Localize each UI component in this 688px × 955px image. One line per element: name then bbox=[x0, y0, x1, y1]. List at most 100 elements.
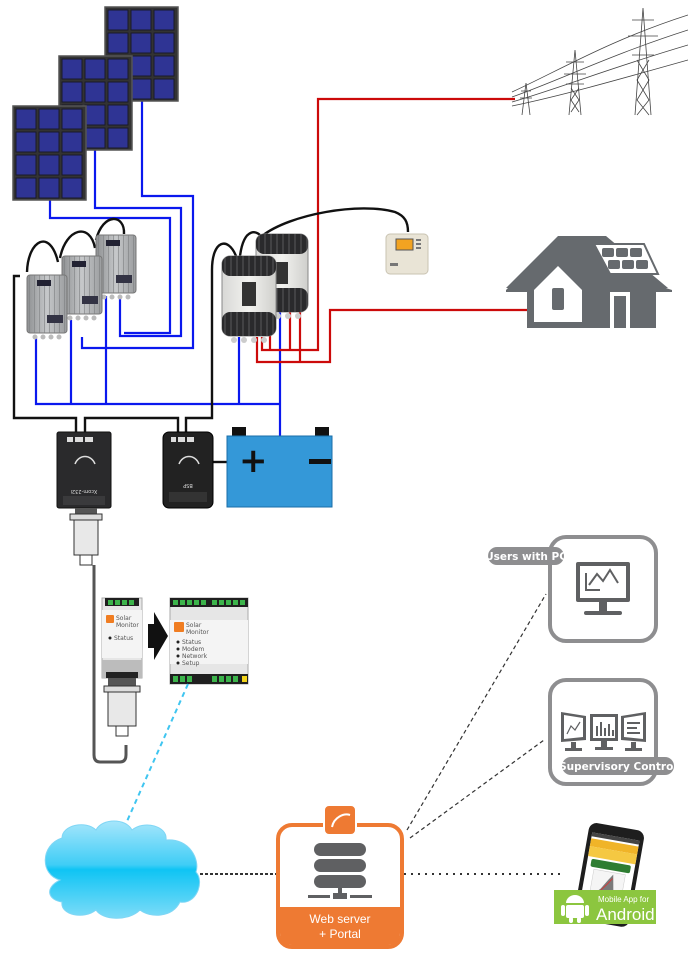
mppt-charger bbox=[95, 234, 137, 300]
pylon bbox=[564, 49, 586, 116]
ac-wiring bbox=[255, 97, 527, 364]
dc-wiring bbox=[34, 100, 282, 436]
solar-cell bbox=[61, 81, 83, 103]
wire-panel3-to-mppt bbox=[80, 100, 195, 350]
solar-cell bbox=[107, 104, 129, 126]
solar-cell bbox=[61, 58, 83, 80]
serial-cable bbox=[92, 565, 128, 764]
led-label: Modem bbox=[182, 646, 204, 653]
multi-monitor-icon bbox=[561, 712, 646, 751]
comm-wiring bbox=[12, 207, 410, 464]
solar-cell bbox=[153, 9, 175, 31]
solar-cell bbox=[61, 177, 83, 199]
db9-connector bbox=[69, 508, 103, 566]
solar-cell bbox=[15, 131, 37, 153]
link-server-to-supervisory bbox=[409, 739, 545, 839]
solar-cell bbox=[61, 108, 83, 130]
solar-cell bbox=[84, 104, 106, 126]
pylon bbox=[520, 82, 532, 116]
led-label: Status bbox=[182, 639, 201, 646]
solar-cell bbox=[38, 177, 60, 199]
server-stack-icon bbox=[308, 843, 372, 899]
remote-control bbox=[385, 233, 429, 275]
android-app-node: Mobile App for Android bbox=[554, 823, 656, 927]
battery-positive-sign: + bbox=[239, 441, 268, 481]
android-label: Android bbox=[596, 905, 655, 924]
solar-cell bbox=[107, 127, 129, 149]
solar-monitor-small: Solar Monitor Status bbox=[101, 597, 143, 679]
solar-panel bbox=[12, 105, 87, 201]
portal-label: + Portal bbox=[319, 927, 361, 941]
solar-cell bbox=[153, 55, 175, 77]
roof-solar-cell bbox=[630, 248, 642, 257]
wire-house bbox=[255, 308, 527, 364]
roof-solar-panel-icon bbox=[592, 243, 660, 275]
mppt-charger bbox=[61, 255, 103, 321]
led-label: Setup bbox=[182, 660, 200, 667]
solar-cell bbox=[130, 78, 152, 100]
solar-cell bbox=[130, 9, 152, 31]
solar-panels bbox=[12, 6, 179, 201]
brand-text: Solar bbox=[116, 615, 132, 622]
solar-monitor-logo-icon bbox=[323, 804, 357, 836]
brand-text: Solar bbox=[186, 622, 202, 629]
wire-inverter-to-remote bbox=[261, 207, 410, 237]
solar-cell bbox=[61, 131, 83, 153]
solar-cell bbox=[84, 58, 106, 80]
upgrade-arrow-icon bbox=[148, 612, 168, 660]
roof-solar-cell bbox=[608, 260, 620, 269]
solar-cell bbox=[107, 9, 129, 31]
xcom-232i-module: Xcom-232i bbox=[56, 431, 112, 509]
monitor-chart-icon bbox=[576, 562, 630, 615]
solar-cell bbox=[38, 131, 60, 153]
roof-solar-cell bbox=[602, 248, 614, 257]
wire-panel2-to-mppt bbox=[93, 150, 183, 338]
android-app-caption: Mobile App for bbox=[598, 895, 649, 904]
web-server-label: Web server bbox=[309, 912, 370, 926]
led-label: Network bbox=[182, 653, 208, 660]
solar-cell bbox=[107, 81, 129, 103]
pylon bbox=[628, 7, 658, 116]
solar-cell bbox=[153, 78, 175, 100]
led-list: Status Modem Network Setup bbox=[176, 639, 208, 667]
solar-monitor-large: Solar Monitor Status Modem Network Setup bbox=[169, 597, 249, 685]
bsp-module: BSP bbox=[162, 431, 214, 509]
db9-connector bbox=[103, 678, 141, 737]
battery: + bbox=[226, 427, 333, 508]
roof-solar-cell bbox=[636, 260, 648, 269]
wire-grid bbox=[260, 97, 515, 352]
solar-cell bbox=[130, 32, 152, 54]
battery-negative-sign bbox=[309, 459, 331, 464]
brand-text: Monitor bbox=[186, 629, 209, 636]
link-server-to-pc bbox=[406, 593, 547, 831]
solar-cell bbox=[15, 154, 37, 176]
mppt-chargers bbox=[26, 234, 137, 340]
android-robot-icon bbox=[561, 895, 589, 923]
solar-cell bbox=[107, 32, 129, 54]
users-with-pc-node: Users with PC bbox=[485, 535, 658, 643]
users-with-pc-label: Users with PC bbox=[485, 551, 567, 563]
status-led-label: Status bbox=[114, 635, 133, 642]
roof-solar-cell bbox=[616, 248, 628, 257]
wire-panel1-to-mppt bbox=[48, 200, 172, 335]
solar-cell bbox=[153, 32, 175, 54]
supervisory-control-node: Supervisory Control bbox=[548, 678, 677, 786]
wire-mppt-dc-bus bbox=[34, 338, 280, 406]
solar-cell bbox=[15, 108, 37, 130]
mppt-charger bbox=[26, 274, 68, 340]
house-icon bbox=[506, 236, 672, 328]
solar-cell bbox=[38, 154, 60, 176]
solar-cell bbox=[130, 55, 152, 77]
internet-cloud-icon bbox=[44, 820, 201, 919]
solar-cell bbox=[61, 154, 83, 176]
xcom-caption: Xcom-232i bbox=[71, 488, 98, 494]
inverter bbox=[221, 255, 277, 343]
bsp-caption: BSP bbox=[183, 482, 193, 488]
solar-cell bbox=[15, 177, 37, 199]
wire-xcom-to-inverter bbox=[83, 416, 180, 432]
inverters bbox=[221, 233, 309, 343]
supervisory-control-label: Supervisory Control bbox=[559, 761, 677, 773]
brand-text: Monitor bbox=[116, 622, 139, 629]
roof-solar-cell bbox=[622, 260, 634, 269]
